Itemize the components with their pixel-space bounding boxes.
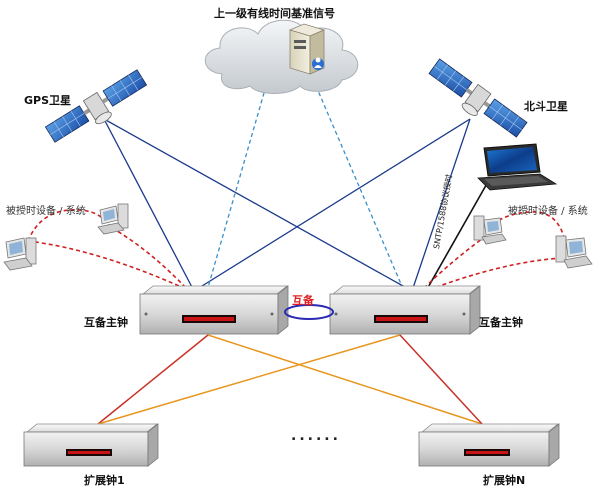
beidou-satellite-label: 北斗卫星 <box>524 100 568 113</box>
gps-satellite-label: GPS卫星 <box>24 94 72 107</box>
gps-to-left-master-link <box>103 118 195 292</box>
left-master-clock-label: 互备主钟 <box>84 316 128 329</box>
left-master-to-ext1-link <box>97 334 209 425</box>
right-timed-device-pc-1-icon <box>473 215 507 245</box>
right-master-clock-label: 互备主钟 <box>479 316 523 329</box>
right-master-clock <box>329 285 481 335</box>
laptop-icon <box>477 143 558 191</box>
beidou-to-right-master-link <box>411 118 471 292</box>
gps-to-right-master-link <box>103 118 413 292</box>
cloud-to-left-master-link <box>206 85 267 292</box>
left-device-link-2 <box>27 240 189 291</box>
beidou-satellite-icon <box>428 58 528 138</box>
ellipsis-label: ...... <box>291 428 341 444</box>
cloud-to-right-master-link <box>315 85 405 292</box>
left-master-clock <box>139 285 289 335</box>
gps-satellite-icon <box>44 69 148 143</box>
right-timed-devices-label: 被授时设备 / 系统 <box>508 206 588 217</box>
right-master-to-ext1-link <box>97 334 401 425</box>
left-timed-devices-label: 被授时设备 / 系统 <box>6 206 86 217</box>
extension-clock-1-label: 扩展钟1 <box>84 474 125 487</box>
right-master-to-extn-link <box>399 334 483 425</box>
extension-clock-n <box>418 423 560 467</box>
left-master-to-extn-link <box>207 334 483 425</box>
extension-clock-n-label: 扩展钟N <box>483 474 526 487</box>
left-timed-device-pc-2-icon <box>97 203 129 235</box>
right-timed-device-pc-2-icon <box>555 235 593 269</box>
mutual-backup-ring <box>284 304 334 320</box>
upstream-signal-label: 上一级有线时间基准信号 <box>214 7 335 20</box>
wired-reference-links <box>206 85 405 292</box>
protocol-link <box>425 179 490 292</box>
server-icon <box>288 23 326 75</box>
extension-clock-1 <box>23 423 159 467</box>
cloud-icon <box>204 19 359 94</box>
left-timed-device-pc-1-icon <box>3 237 37 271</box>
left-device-link-1 <box>27 209 111 242</box>
beidou-to-left-master-link <box>193 118 471 292</box>
mutual-backup-label: 互备 <box>292 294 314 307</box>
satellite-links <box>103 118 471 292</box>
extension-links <box>97 334 483 425</box>
left-device-link-3 <box>111 227 189 291</box>
